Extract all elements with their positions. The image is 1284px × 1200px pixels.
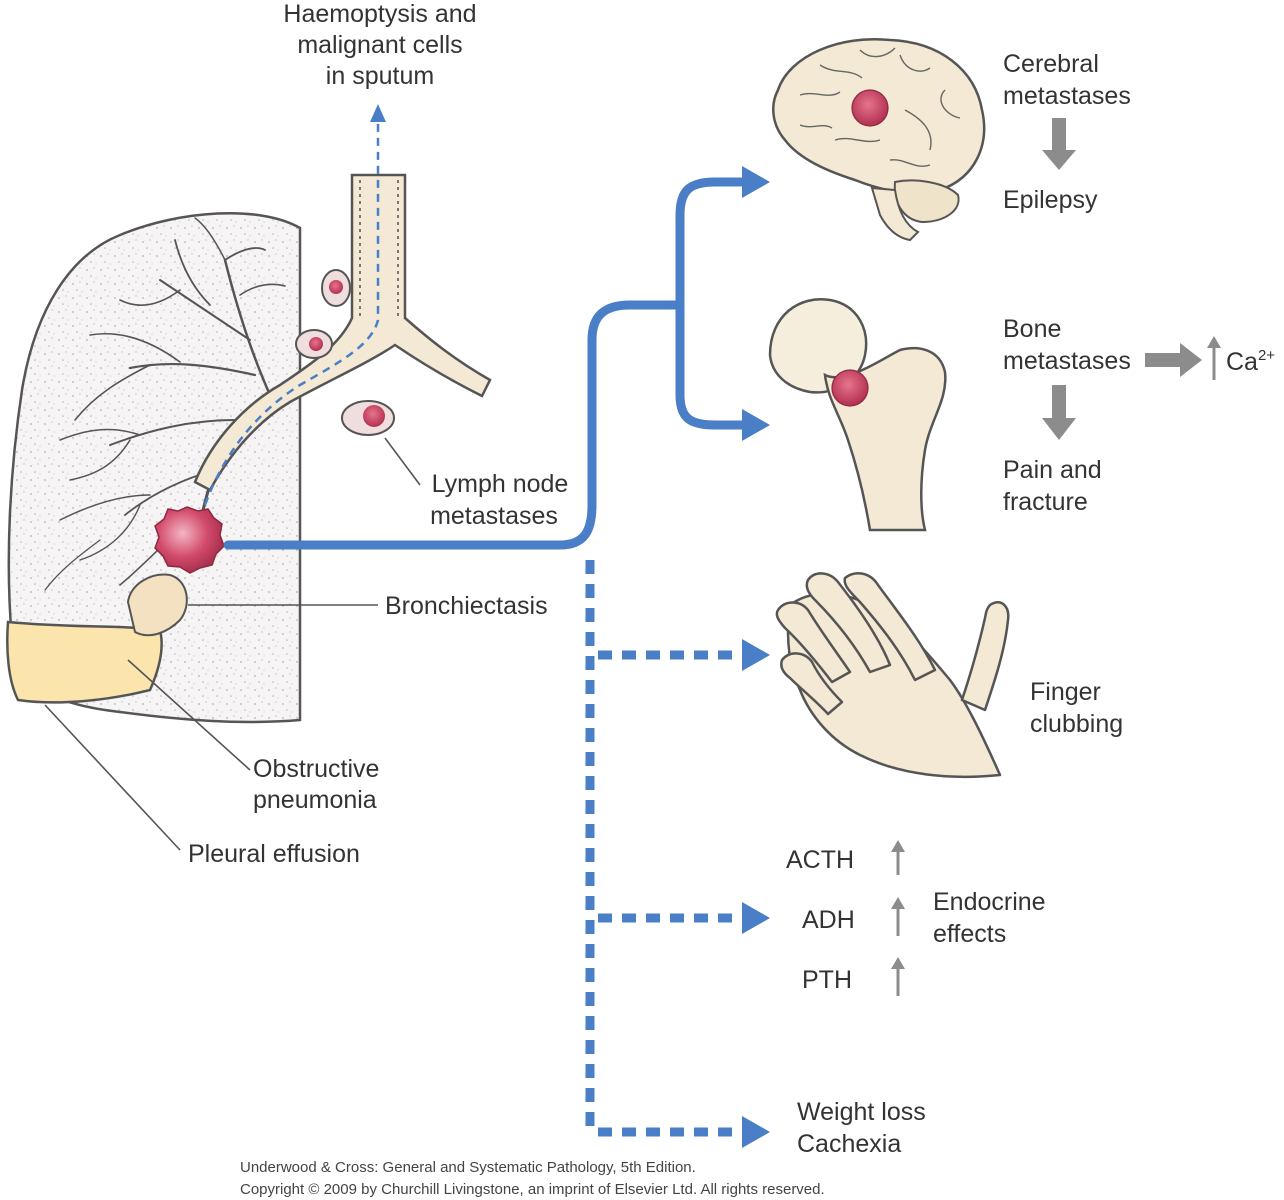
- svg-text:Finger: Finger: [1030, 678, 1101, 706]
- brain-illustration: [772, 38, 986, 242]
- label-bone: Bone metastases: [1003, 315, 1131, 375]
- label-endocrine: Endocrine effects: [933, 888, 1046, 948]
- lymph-nodes: [295, 269, 395, 436]
- brain-folds: [799, 47, 961, 167]
- svg-text:Cerebral: Cerebral: [1003, 50, 1099, 78]
- svg-text:fracture: fracture: [1003, 488, 1088, 516]
- finger-2: [843, 572, 937, 682]
- svg-text:metastases: metastases: [430, 502, 558, 530]
- trachea: [193, 173, 492, 492]
- label-obstructive: Obstructive pneumonia: [253, 755, 379, 814]
- lung-illustration: [6, 104, 492, 851]
- label-acth: ACTH: [786, 846, 854, 874]
- bone-illustration: [768, 298, 947, 532]
- finger-3: [775, 601, 852, 684]
- label-pain: Pain and fracture: [1003, 456, 1102, 516]
- label-finger: Finger clubbing: [1030, 678, 1123, 738]
- svg-text:Obstructive: Obstructive: [253, 755, 379, 783]
- svg-text:effects: effects: [933, 920, 1006, 948]
- hand-illustration: [775, 572, 1010, 779]
- label-pleural-effusion: Pleural effusion: [188, 840, 360, 868]
- svg-text:Lymph node: Lymph node: [432, 470, 569, 498]
- brain-stem: [870, 186, 920, 242]
- label-lymph-node: Lymph node metastases: [430, 470, 568, 530]
- femur-head: [768, 298, 868, 394]
- label-bronchiectasis: Bronchiectasis: [385, 592, 548, 620]
- svg-text:Underwood & Cross: General and: Underwood & Cross: General and Systemati…: [240, 1159, 696, 1176]
- label-pth: PTH: [802, 966, 852, 994]
- cerebellum: [893, 179, 960, 224]
- finger-1: [805, 572, 892, 674]
- dashed-systemic-arrows: [585, 560, 745, 1137]
- leader-lines: [44, 437, 421, 851]
- svg-text:Haemoptysis and: Haemoptysis and: [283, 0, 476, 28]
- arrowhead-to-weight: [742, 1116, 770, 1148]
- arrowhead-to-brain: [742, 166, 770, 198]
- svg-text:Pain and: Pain and: [1003, 456, 1102, 484]
- svg-text:pneumonia: pneumonia: [253, 786, 377, 814]
- label-cerebral: Cerebral metastases: [1003, 50, 1131, 110]
- bone-metastasis: [831, 369, 869, 407]
- arrowhead-to-bone: [742, 409, 770, 441]
- sputum-arrowhead: [370, 104, 386, 122]
- solid-metastasis-arrows: [223, 177, 750, 550]
- grey-arrows: [1042, 118, 1202, 440]
- svg-text:metastases: metastases: [1003, 82, 1131, 110]
- label-haemoptysis: Haemoptysis and malignant cells in sputu…: [283, 0, 476, 90]
- svg-text:Cachexia: Cachexia: [797, 1130, 901, 1158]
- svg-text:Endocrine: Endocrine: [933, 888, 1046, 916]
- svg-text:metastases: metastases: [1003, 347, 1131, 375]
- svg-text:clubbing: clubbing: [1030, 710, 1123, 738]
- svg-text:in sputum: in sputum: [326, 62, 434, 90]
- trachea-rings: [359, 180, 399, 320]
- arrow-bone-to-pain: [1042, 385, 1076, 440]
- tumour: [154, 506, 225, 574]
- svg-text:Weight loss: Weight loss: [797, 1098, 926, 1126]
- label-calcium: Ca2+: [1226, 347, 1275, 376]
- svg-text:malignant cells: malignant cells: [297, 31, 462, 59]
- thumb: [960, 601, 1010, 712]
- arrow-cerebral-to-epilepsy: [1042, 118, 1076, 170]
- obstructive-pneumonia-shape: [126, 573, 188, 637]
- arrowhead-to-finger: [742, 639, 770, 671]
- label-epilepsy: Epilepsy: [1003, 186, 1098, 214]
- svg-text:Bone: Bone: [1003, 315, 1061, 343]
- brain-metastasis: [851, 89, 889, 127]
- arrowhead-to-endocrine: [742, 902, 770, 934]
- pleural-effusion-shape: [6, 620, 163, 704]
- sputum-dashed-path: [203, 118, 380, 506]
- arrow-bone-to-calcium: [1145, 343, 1202, 377]
- finger-4: [780, 652, 844, 716]
- copyright-credit: Underwood & Cross: General and Systemati…: [240, 1159, 825, 1198]
- label-weight-loss: Weight loss Cachexia: [797, 1098, 926, 1158]
- svg-text:Copyright © 2009 by Churchill: Copyright © 2009 by Churchill Livingston…: [240, 1181, 825, 1198]
- up-arrows: [891, 336, 1221, 996]
- label-adh: ADH: [802, 906, 855, 934]
